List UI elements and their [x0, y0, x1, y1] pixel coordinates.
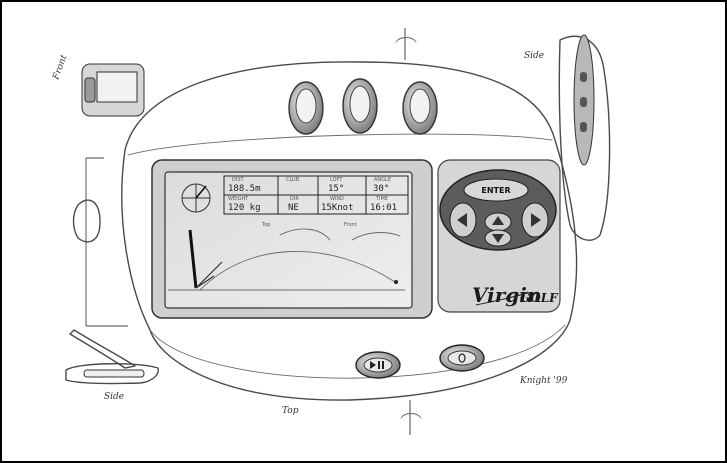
swing-trajectory-graph	[168, 229, 405, 291]
side-view-bottom-label: Side	[104, 392, 124, 402]
top-button-1[interactable]	[288, 81, 324, 135]
lcd-distance: 188.5m	[228, 184, 261, 194]
lcd-header-weight: WEIGHT	[228, 196, 249, 202]
left-arrow-button[interactable]	[449, 202, 477, 238]
top-button-2[interactable]	[342, 78, 378, 134]
lcd-header-loft: LOFT	[330, 177, 343, 183]
lcd-wind: 15Knot	[321, 203, 354, 213]
top-view-label: Top	[282, 406, 299, 416]
up-arrow-button[interactable]	[484, 212, 512, 232]
left-arrow-icon	[457, 213, 467, 227]
lcd-header-angle: ANGLE	[374, 177, 391, 183]
brand-suffix: GOLF	[520, 291, 559, 305]
lcd-direction: NE	[288, 203, 299, 213]
brand-swoosh	[475, 291, 529, 306]
side-view-top-sketch	[558, 34, 611, 241]
power-icon	[458, 353, 466, 363]
rotation-axis-top-icon	[395, 28, 417, 60]
lcd-header-club: CLUB	[286, 177, 300, 183]
compass-icon	[181, 183, 211, 213]
pause-bar-1	[378, 361, 380, 369]
lcd-header-dist: DIST	[232, 177, 244, 183]
device-body	[121, 61, 578, 401]
play-icon	[370, 361, 376, 369]
enter-button[interactable]: ENTER	[463, 178, 529, 202]
lcd-header-dir: DIR	[290, 196, 299, 202]
lcd-time: 16:01	[370, 203, 397, 213]
top-button-3[interactable]	[402, 81, 438, 135]
right-arrow-button[interactable]	[521, 202, 549, 238]
lcd-header-time: TIME	[375, 196, 388, 202]
angle-wedge-sketch	[72, 157, 128, 327]
power-button[interactable]	[439, 344, 485, 372]
play-pause-button[interactable]	[355, 351, 401, 379]
side-view-top-label: Side	[524, 51, 544, 61]
lcd-data-grid	[223, 175, 409, 215]
front-view-sketch	[81, 63, 145, 117]
pause-bar-2	[382, 361, 384, 369]
side-view-bottom-sketch	[65, 329, 159, 385]
artist-signature: Knight '99	[519, 376, 568, 386]
lcd-sublabel-front: Front	[344, 222, 357, 228]
down-arrow-icon	[492, 234, 504, 243]
lcd-loft: 15°	[328, 184, 344, 194]
lcd-sublabel-top: Top	[261, 222, 270, 228]
lcd-top-arc	[279, 228, 331, 241]
front-view-label: Front	[51, 53, 70, 82]
down-arrow-button[interactable]	[484, 229, 512, 247]
lcd-header-wind: WIND	[330, 196, 344, 202]
lcd-screen	[164, 171, 413, 309]
lcd-weight: 120 kg	[228, 203, 261, 213]
lcd-angle: 30°	[373, 184, 389, 194]
up-arrow-icon	[492, 216, 504, 225]
lcd-front-arc	[351, 232, 401, 241]
right-arrow-icon	[531, 213, 541, 227]
enter-label: ENTER	[481, 186, 510, 195]
rotation-axis-bottom-icon	[400, 400, 422, 435]
